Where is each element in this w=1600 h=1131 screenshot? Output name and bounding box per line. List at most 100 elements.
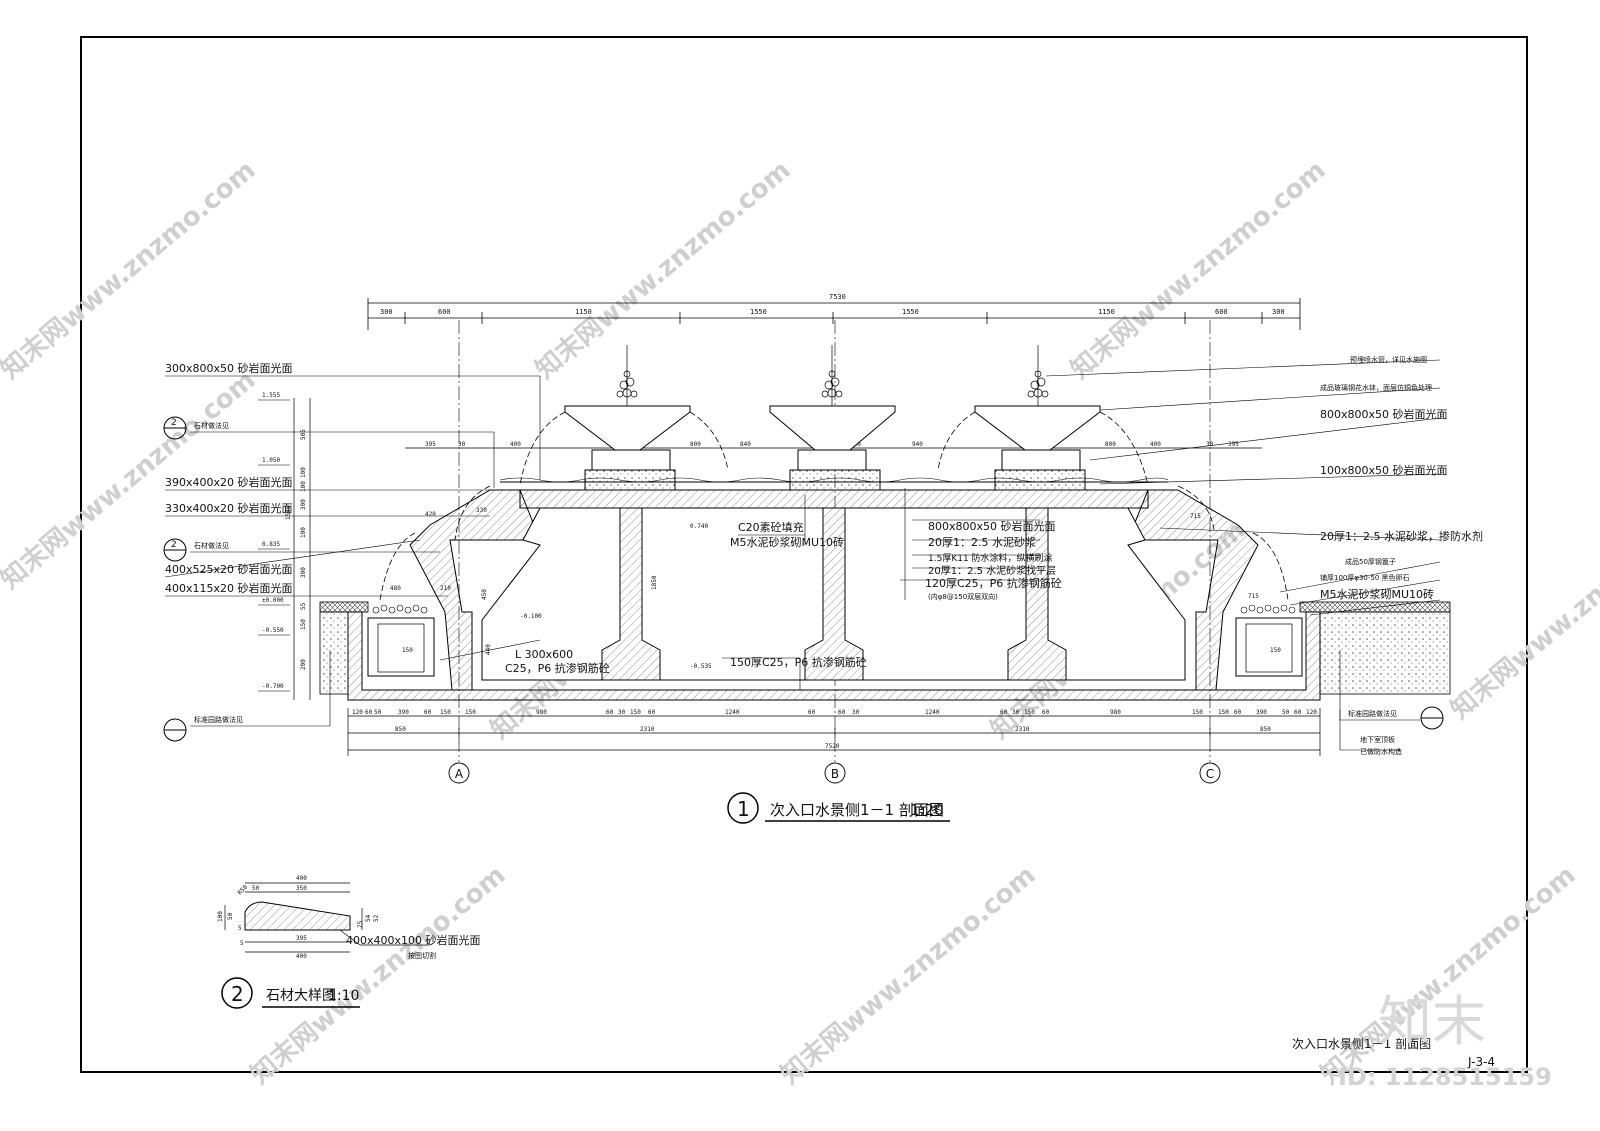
note-center-10: 150厚C25，P6 抗渗钢筋砼 [730, 655, 867, 669]
note-right-5: 成品50厚钢篦子 [1345, 557, 1396, 566]
svg-text:30: 30 [1206, 441, 1214, 448]
note-center-0: C20素砼填充 [738, 520, 804, 534]
note-left-6: 400x115x20 砂岩面光面 [165, 581, 293, 595]
svg-text:440: 440 [485, 644, 492, 655]
svg-text:50: 50 [252, 885, 260, 892]
note-center-1: M5水泥砂浆砌MU10砖 [730, 535, 844, 549]
svg-text:120: 120 [352, 709, 363, 716]
column-left [601, 507, 661, 681]
main-title-number: 1 [737, 797, 750, 821]
paving-right [1299, 601, 1451, 613]
svg-text:300: 300 [300, 567, 307, 578]
note-left-7: 标准园路做法见 [194, 715, 243, 724]
watermark-text: 知末网www.znzmo.com [775, 860, 1041, 1090]
main-title-scale: 1:20 [910, 801, 944, 819]
dim-top-0: 300 [380, 308, 393, 316]
svg-text:150: 150 [440, 709, 451, 716]
pedestal-right [994, 469, 1086, 491]
svg-text:150: 150 [630, 709, 641, 716]
svg-text:30: 30 [458, 441, 466, 448]
svg-text:840: 840 [740, 441, 751, 448]
svg-text:100: 100 [217, 911, 224, 922]
svg-text:-0.700: -0.700 [262, 683, 284, 690]
svg-text:980: 980 [1110, 709, 1121, 716]
note-center-8: L 300x600 [515, 648, 573, 661]
main-title-text: 次入口水景侧1－1 剖面图 [770, 801, 944, 819]
axis-c-bubble [1199, 762, 1221, 784]
detail-title-text: 石材大样图 [266, 988, 336, 1004]
axis-bubbles [448, 762, 1221, 784]
right-leaders [1045, 359, 1441, 751]
svg-text:R50: R50 [236, 884, 249, 897]
stone-detail: 400 50 350 395 400 5 100 50 5 54 52 25 R… [217, 875, 481, 960]
ref-bubbles-left [163, 416, 187, 742]
axis-a-label: A [455, 767, 464, 781]
note-center-2: 800x800x50 砂岩面光面 [928, 519, 1056, 533]
dim-total-top: 7530 [829, 293, 846, 301]
note-center-5: 20厚1：2.5 水泥砂浆找平层 [928, 564, 1056, 577]
drain-pit-right [1235, 617, 1303, 677]
note-right-2: 800x800x50 砂岩面光面 [1320, 407, 1448, 421]
svg-text:60: 60 [648, 709, 656, 716]
soil-left [319, 611, 349, 695]
svg-text:120: 120 [1306, 709, 1317, 716]
detail-title-number: 2 [231, 982, 244, 1006]
svg-text:-0.100: -0.100 [520, 613, 542, 620]
dim-top-7: 300 [1272, 308, 1285, 316]
note-left-5: 400x525x20 砂岩面光面 [165, 562, 293, 576]
watermark-text: 知末网www.znzmo.com [530, 155, 796, 385]
ref-bubble-right [1420, 706, 1444, 730]
svg-text:60: 60 [1234, 709, 1242, 716]
left-vertical-dims [293, 398, 311, 700]
svg-text:60: 60 [838, 709, 846, 716]
svg-text:100: 100 [300, 481, 307, 492]
note-right-6: 铺厚100厚φ30-50 黑色卵石 [1320, 573, 1410, 582]
svg-text:±0.000: ±0.000 [262, 597, 284, 604]
svg-text:395: 395 [425, 441, 436, 448]
detail-title: 2 石材大样图 1:10 [221, 977, 360, 1009]
sheet-code: J-3-4 [1467, 1055, 1495, 1069]
svg-text:60: 60 [1294, 709, 1302, 716]
sheet-title: 次入口水景侧1－1 剖面图 [1292, 1037, 1431, 1051]
svg-text:7520: 7520 [825, 743, 840, 750]
svg-text:150: 150 [1192, 709, 1203, 716]
left-leaders [164, 375, 541, 727]
detail-label-2: 按图切割 [408, 951, 436, 960]
svg-text:30: 30 [618, 709, 626, 716]
water-surface [499, 477, 1169, 483]
note-center-7: (内φ8@150双层双向) [928, 592, 998, 601]
note-center-6: 120厚C25，P6 抗渗钢筋砼 [925, 576, 1062, 590]
axis-b-label: B [831, 767, 839, 781]
note-right-1: 成品玻璃钢花水钵，面层仿铜色处理 [1320, 383, 1432, 392]
axis-a-bubble [448, 762, 470, 784]
svg-text:60: 60 [808, 709, 816, 716]
pebbles-left [372, 604, 428, 614]
watermark-text: 知末网www.znzmo.com [245, 860, 511, 1090]
svg-text:480: 480 [390, 585, 401, 592]
svg-text:2310: 2310 [640, 726, 655, 733]
dim-top-1: 600 [438, 308, 451, 316]
note-right-0: 预埋喷水管，详见水施图 [1350, 355, 1427, 364]
axis-b-bubble [824, 762, 846, 784]
note-left-2: 390x400x20 砂岩面光面 [165, 475, 293, 489]
dim-top-4: 1550 [902, 308, 919, 316]
svg-text:1.050: 1.050 [262, 457, 280, 464]
svg-text:395: 395 [1228, 441, 1239, 448]
dim-top-5: 1150 [1098, 308, 1115, 316]
elevation-marks: 1.555 1.050 0.835 0.740 ±0.000 -0.100 -0… [262, 392, 712, 690]
pedestal-center [789, 469, 881, 491]
drain-pit-left [367, 617, 435, 677]
svg-text:30: 30 [852, 709, 860, 716]
fountain-basins [564, 405, 1101, 471]
top-slab [519, 489, 1149, 509]
note-right-8: 标准园路做法见 [1348, 709, 1397, 718]
svg-text:350: 350 [296, 885, 307, 892]
svg-text:25: 25 [357, 920, 364, 928]
svg-text:60: 60 [1042, 709, 1050, 716]
pebbles-right [1240, 604, 1296, 614]
svg-text:150: 150 [402, 647, 413, 654]
note-left-4: 石材做法见 [194, 541, 229, 550]
drawing-frame [80, 36, 1528, 1073]
svg-text:5: 5 [240, 940, 244, 947]
svg-text:150: 150 [465, 709, 476, 716]
